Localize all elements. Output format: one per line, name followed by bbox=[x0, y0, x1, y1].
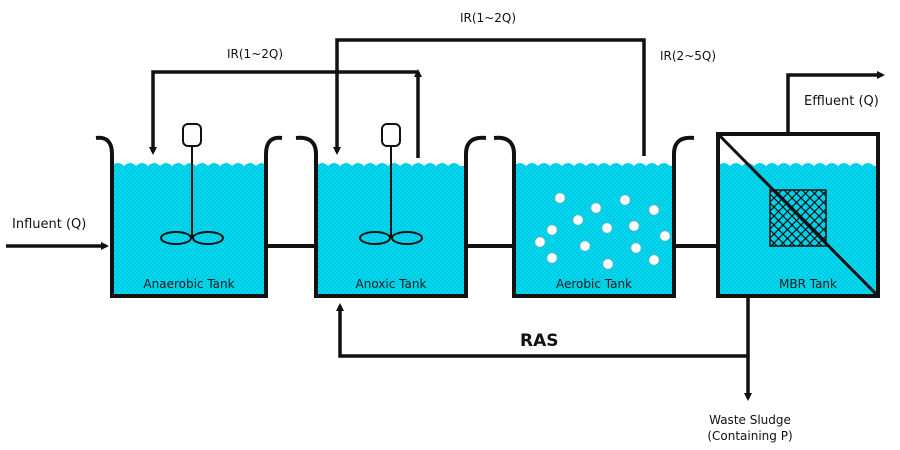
membrane-module-icon bbox=[769, 189, 827, 247]
anaerobic-tank-wall bbox=[95, 135, 283, 298]
anoxic-tank: Anoxic Tank bbox=[295, 123, 487, 298]
ras-label: RAS bbox=[520, 331, 559, 351]
waste-sludge-label: Waste Sludge bbox=[709, 413, 791, 427]
anoxic-mixer-icon bbox=[359, 123, 423, 245]
membrane-diagonal bbox=[716, 132, 880, 298]
ir-aerobic-label: IR(1~2Q) bbox=[460, 11, 516, 25]
ir-recycle-anaerobic-arrow bbox=[149, 70, 418, 155]
aerobic-tank-label: Aerobic Tank bbox=[556, 277, 632, 291]
aerobic-tank: Aerobic Tank bbox=[493, 135, 695, 298]
anaerobic-tank: Anaerobic Tank bbox=[95, 123, 283, 298]
ir-anoxic-label: IR(1~2Q) bbox=[227, 47, 283, 61]
anoxic-tank-label: Anoxic Tank bbox=[356, 277, 427, 291]
ir-mbr-label: IR(2~5Q) bbox=[660, 49, 716, 63]
anaerobic-mixer-icon bbox=[160, 123, 224, 245]
effluent-arrow bbox=[786, 71, 885, 134]
anoxic-tank-wall bbox=[295, 135, 487, 298]
mbr-tank-label: MBR Tank bbox=[779, 277, 837, 291]
influent-label: Influent (Q) bbox=[12, 217, 86, 232]
waste-sludge-sublabel: (Containing P) bbox=[707, 429, 792, 443]
aerobic-tank-wall bbox=[493, 135, 695, 298]
ir-recycle-aerobic-arrow bbox=[333, 38, 646, 156]
effluent-label: Effluent (Q) bbox=[804, 94, 879, 109]
mbr-tank-wall bbox=[716, 132, 880, 298]
mbr-tank: MBR Tank bbox=[716, 132, 880, 298]
anaerobic-tank-label: Anaerobic Tank bbox=[143, 277, 234, 291]
air-bubbles-icon bbox=[534, 192, 671, 270]
ras-arrow bbox=[336, 298, 750, 358]
anaerobic-water bbox=[112, 163, 266, 296]
